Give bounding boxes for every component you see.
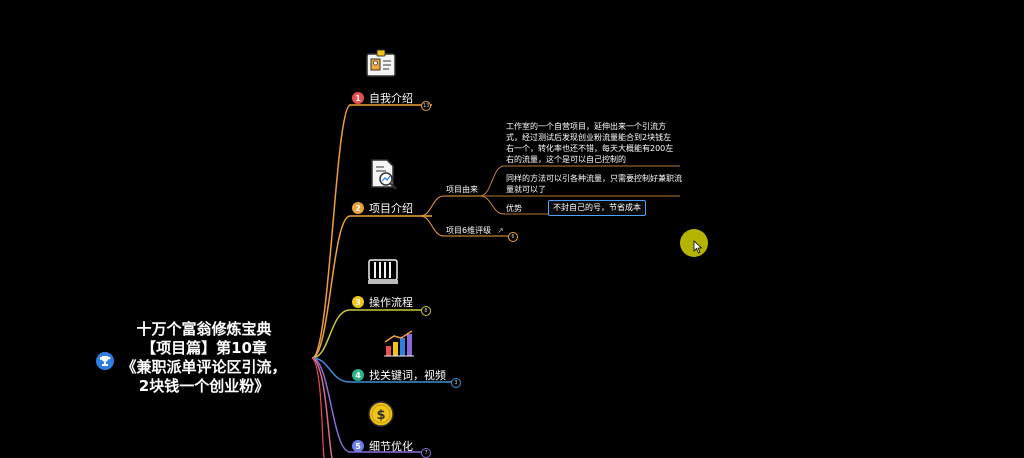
node-number-badge: 1 [352,92,364,104]
root-title-line: 十万个富翁修炼宝典 [136,320,272,338]
node-keywords-video[interactable]: 4 找关键词，视频 [352,367,446,383]
id-card-icon [364,48,398,82]
node-number-badge: 5 [352,440,364,452]
node-label: 操作流程 [369,296,413,309]
node-self-intro[interactable]: 1 自我介绍 [352,90,413,106]
node-project-origin[interactable]: 项目由来 [446,185,478,194]
svg-text:$: $ [376,408,385,423]
node-number-badge: 2 [352,202,364,214]
node-project-intro[interactable]: 2 项目介绍 [352,200,413,216]
root-topic[interactable]: 十万个富翁修炼宝典 【项目篇】第10章 《兼职派单评论区引流， 2块钱一个创业粉… [118,320,290,396]
node-number-badge: 4 [352,369,364,381]
collapse-count-badge[interactable]: 6 [508,232,518,242]
node-label: 自我介绍 [369,92,413,105]
node-operation-flow[interactable]: 3 操作流程 [352,294,413,310]
root-title-line: 【项目篇】第10章 [141,339,267,357]
document-chart-icon [366,157,400,191]
dollar-coin-icon: $ [367,400,401,434]
external-link-icon[interactable]: ↗ [497,226,504,235]
root-title-line: 《兼职派单评论区引流， [121,358,287,376]
collapse-count-badge[interactable]: 3 [451,378,461,388]
node-label: 项目介绍 [369,202,413,215]
trophy-icon [96,352,114,370]
collapse-count-badge[interactable]: 13 [421,101,431,111]
abacus-icon [366,256,400,290]
collapse-count-badge[interactable]: 8 [421,306,431,316]
node-detail-optimization[interactable]: 5 细节优化 [352,438,413,454]
node-label: 找关键词，视频 [369,369,446,382]
advantage-detail-selected[interactable]: 不封自己的号，节省成本 [548,200,646,216]
collapse-count-badge[interactable]: 7 [421,448,431,458]
node-number-badge: 3 [352,296,364,308]
root-title-line: 2块钱一个创业粉》 [138,377,270,395]
node-project-evaluation[interactable]: 项目6维评级 [446,226,492,235]
node-advantage[interactable]: 优势 [506,204,522,213]
bar-chart-growth-icon [382,330,416,364]
node-label: 细节优化 [369,440,413,453]
origin-detail-text[interactable]: 工作室的一个自营项目，延伸出来一个引流方式，经过测试后发现创业粉流量能合到2块钱… [506,122,674,164]
mouse-pointer-icon [693,240,703,254]
origin-method-text[interactable]: 同样的方法可以引各种流量，只需要控制好兼职流量就可以了 [506,174,682,194]
